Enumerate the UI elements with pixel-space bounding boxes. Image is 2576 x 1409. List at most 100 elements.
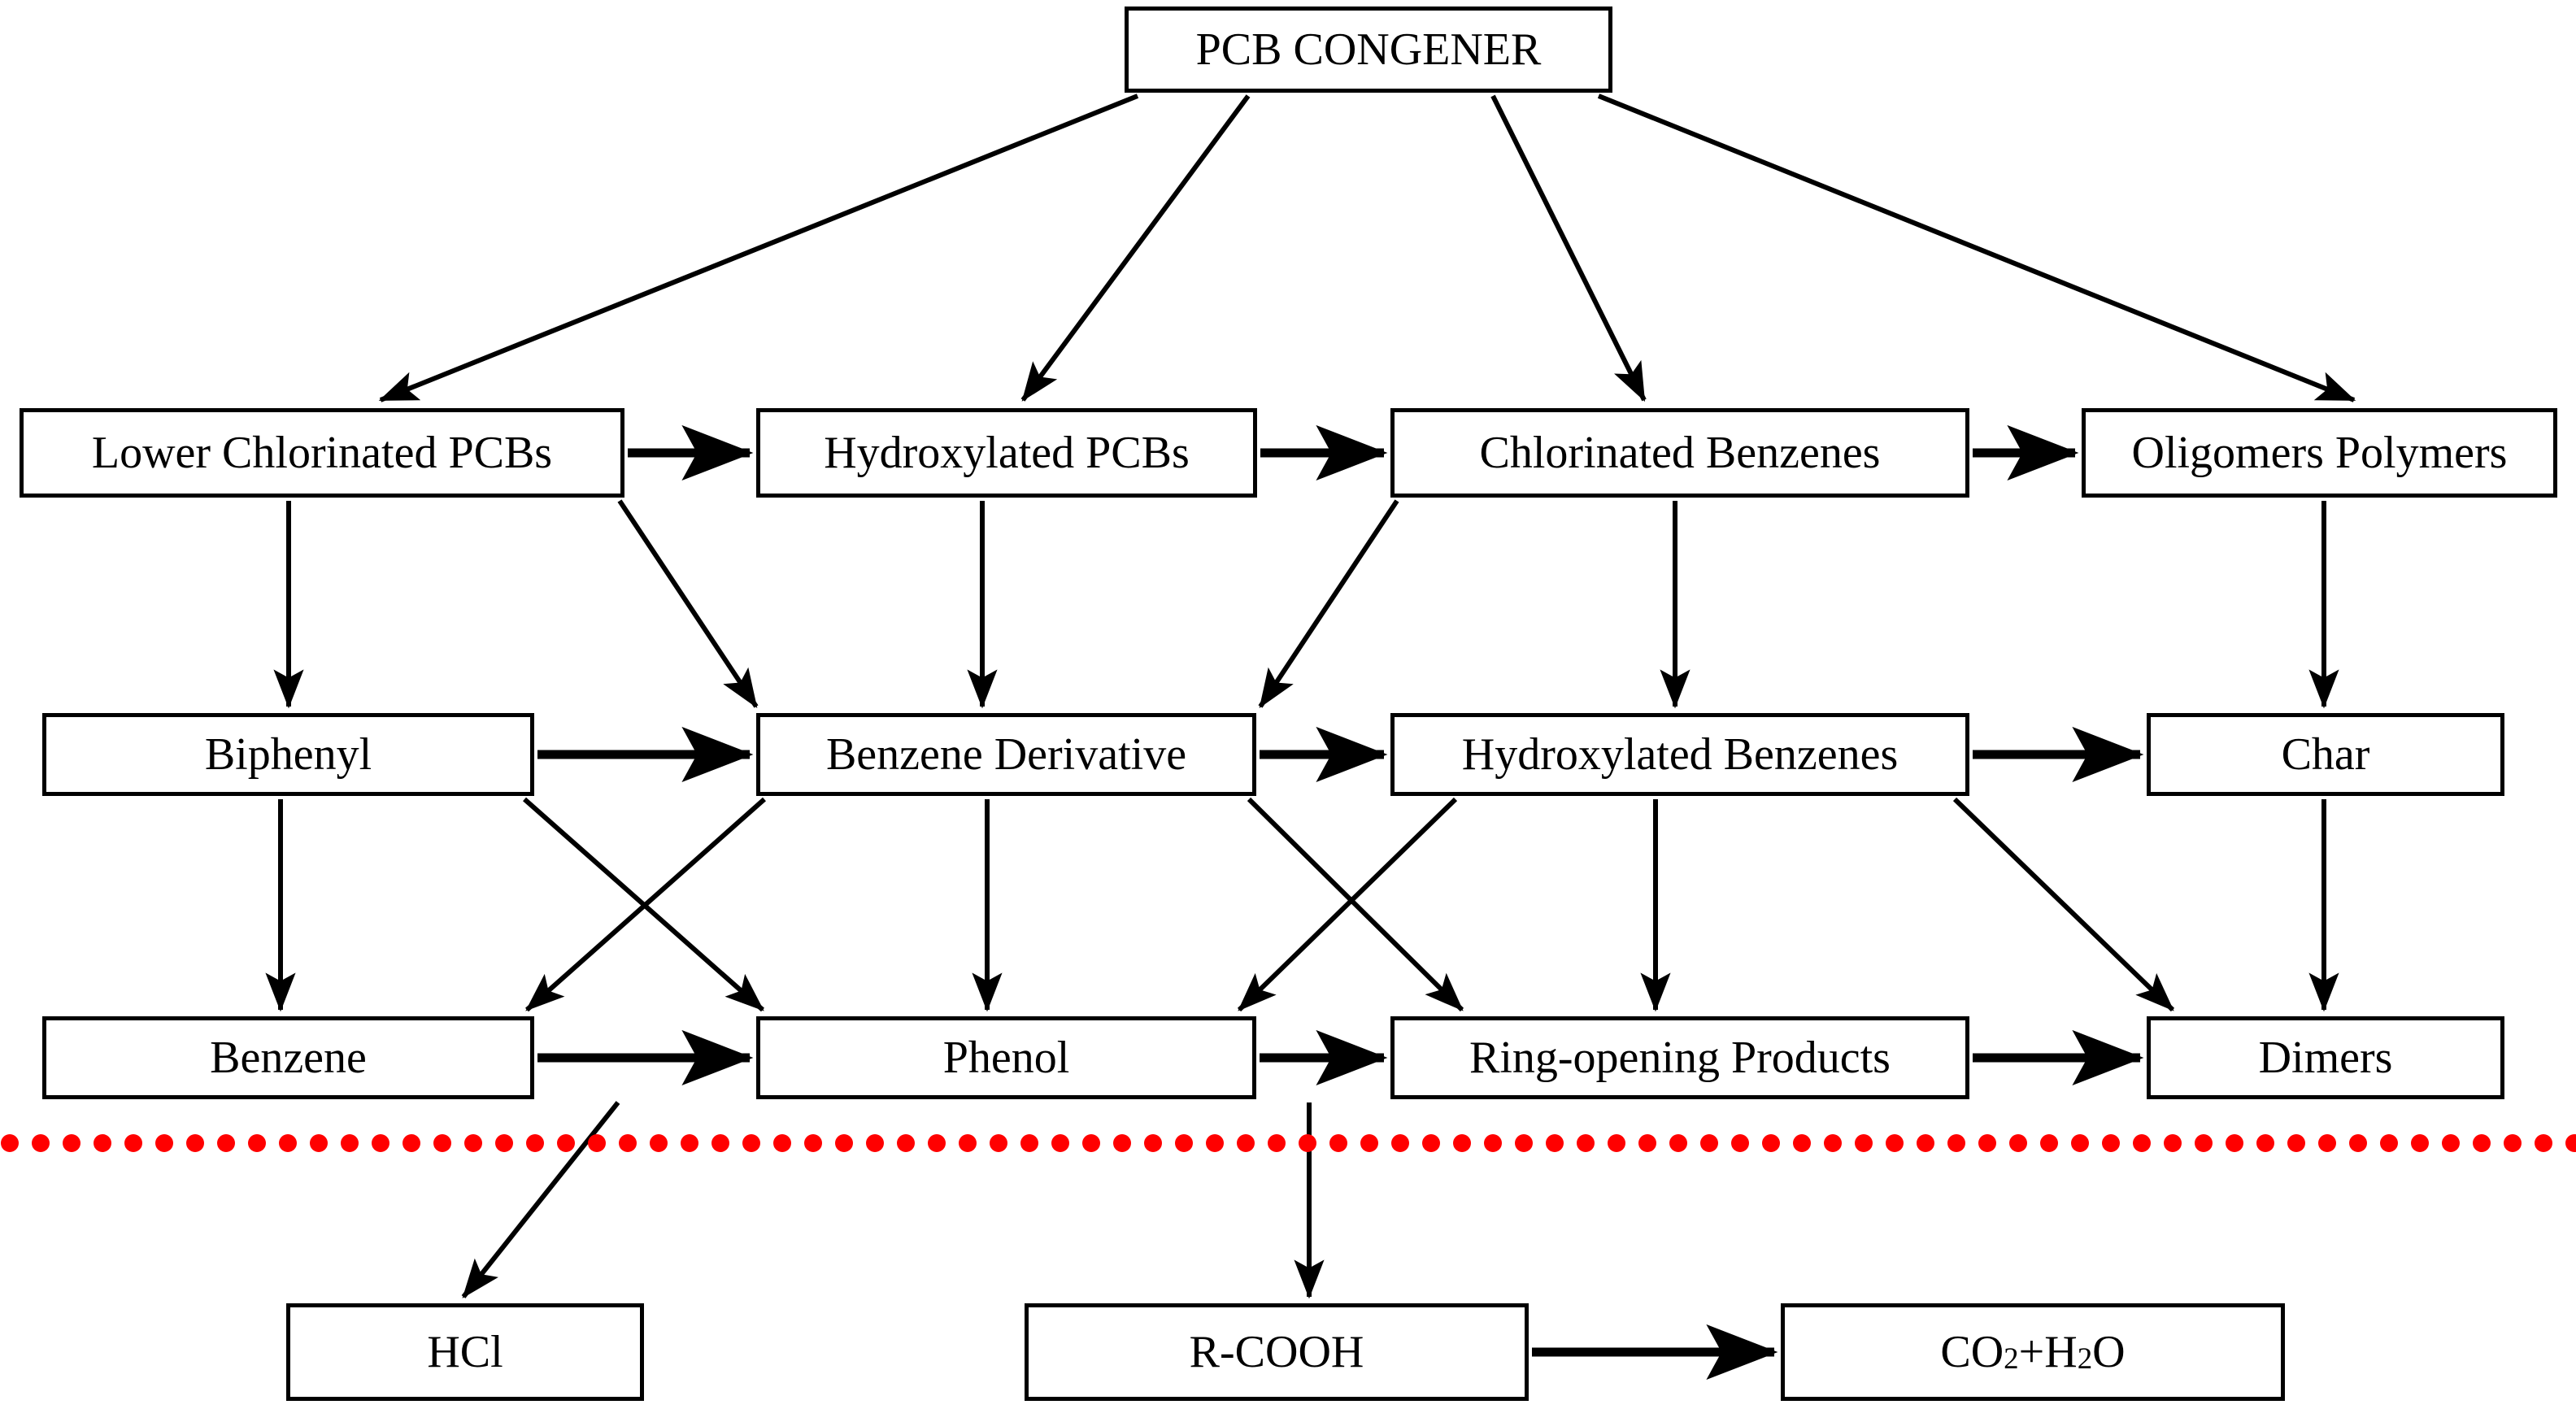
divider-dot bbox=[1, 1134, 19, 1152]
divider-dot bbox=[1731, 1134, 1749, 1152]
divider-dot bbox=[711, 1134, 729, 1152]
node-hcl[interactable]: HCl bbox=[286, 1303, 644, 1401]
divider-dot bbox=[773, 1134, 791, 1152]
divider-dot bbox=[2504, 1134, 2522, 1152]
divider-dot bbox=[2287, 1134, 2305, 1152]
node-dimers[interactable]: Dimers bbox=[2147, 1016, 2504, 1099]
divider-dot bbox=[310, 1134, 328, 1152]
divider-dot bbox=[1206, 1134, 1224, 1152]
edge-group bbox=[265, 93, 2356, 1381]
divider-dot bbox=[2535, 1134, 2552, 1152]
divider-dot bbox=[1453, 1134, 1471, 1152]
node-benzene[interactable]: Benzene bbox=[42, 1016, 534, 1099]
divider-dot bbox=[2442, 1134, 2460, 1152]
divider-dot bbox=[1577, 1134, 1595, 1152]
divider-dot bbox=[1360, 1134, 1378, 1152]
divider-dot bbox=[2040, 1134, 2058, 1152]
divider-dot bbox=[1546, 1134, 1564, 1152]
node-ring-opening[interactable]: Ring-opening Products bbox=[1390, 1016, 1969, 1099]
divider-dot bbox=[526, 1134, 544, 1152]
edge-pcb-congener-to-chlorinated-benzenes bbox=[1490, 94, 1647, 402]
divider-dot bbox=[217, 1134, 235, 1152]
edge-benzene-derivative-to-ring-opening bbox=[1247, 797, 1464, 1012]
divider-dot bbox=[2349, 1134, 2367, 1152]
node-phenol[interactable]: Phenol bbox=[756, 1016, 1256, 1099]
divider-dot bbox=[1082, 1134, 1100, 1152]
divider-dot bbox=[1237, 1134, 1255, 1152]
edge-hydroxylated-benzenes-to-phenol bbox=[1237, 797, 1458, 1012]
divider-dot bbox=[1824, 1134, 1842, 1152]
divider-dot bbox=[1422, 1134, 1440, 1152]
divider-dot-group bbox=[1, 1134, 2576, 1152]
edge-chlorinated-benzenes-to-benzene-derivative bbox=[1258, 499, 1399, 708]
divider-dot bbox=[1978, 1134, 1996, 1152]
edge-lower-chlorinated-to-benzene-derivative bbox=[617, 499, 759, 708]
divider-dot bbox=[742, 1134, 760, 1152]
node-biphenyl[interactable]: Biphenyl bbox=[42, 713, 534, 796]
edge-hydroxylated-benzenes-to-dimers bbox=[1952, 797, 2175, 1012]
edge-pcb-congener-to-hydroxylated-pcbs bbox=[1020, 94, 1251, 402]
divider-dot bbox=[248, 1134, 266, 1152]
divider-dot bbox=[433, 1134, 451, 1152]
red-dotted-separator bbox=[1, 1134, 2576, 1152]
divider-dot bbox=[1329, 1134, 1347, 1152]
divider-dot bbox=[2380, 1134, 2398, 1152]
node-oligomers-polymers[interactable]: Oligomers Polymers bbox=[2082, 408, 2557, 498]
node-hydroxylated-benzenes[interactable]: Hydroxylated Benzenes bbox=[1390, 713, 1969, 796]
divider-dot bbox=[94, 1134, 111, 1152]
divider-dot bbox=[557, 1134, 575, 1152]
divider-dot bbox=[186, 1134, 204, 1152]
divider-dot bbox=[124, 1134, 142, 1152]
divider-dot bbox=[402, 1134, 420, 1152]
divider-dot bbox=[1917, 1134, 1934, 1152]
edge-pcb-congener-to-lower-chlorinated bbox=[378, 93, 1139, 402]
divider-dot bbox=[990, 1134, 1007, 1152]
divider-dot bbox=[2195, 1134, 2213, 1152]
edge-pcb-congener-to-oligomers-polymers bbox=[1597, 93, 2356, 402]
divider-dot bbox=[959, 1134, 977, 1152]
divider-dot bbox=[866, 1134, 884, 1152]
divider-dot bbox=[588, 1134, 606, 1152]
edge-benzene-derivative-to-benzene bbox=[525, 797, 766, 1012]
divider-dot bbox=[32, 1134, 50, 1152]
node-benzene-derivative[interactable]: Benzene Derivative bbox=[756, 713, 1256, 796]
divider-dot bbox=[1113, 1134, 1131, 1152]
divider-dot bbox=[2102, 1134, 2120, 1152]
divider-dot bbox=[2009, 1134, 2027, 1152]
divider-dot bbox=[1700, 1134, 1718, 1152]
node-lower-chlorinated[interactable]: Lower Chlorinated PCBs bbox=[20, 408, 624, 498]
divider-dot bbox=[2256, 1134, 2274, 1152]
divider-dot bbox=[1268, 1134, 1286, 1152]
divider-dot bbox=[897, 1134, 915, 1152]
node-chlorinated-benzenes[interactable]: Chlorinated Benzenes bbox=[1390, 408, 1969, 498]
divider-dot bbox=[835, 1134, 853, 1152]
divider-dot bbox=[619, 1134, 637, 1152]
divider-dot bbox=[63, 1134, 80, 1152]
node-r-cooh[interactable]: R-COOH bbox=[1025, 1303, 1529, 1401]
divider-dot bbox=[2318, 1134, 2336, 1152]
divider-dot bbox=[1051, 1134, 1069, 1152]
divider-dot bbox=[1020, 1134, 1038, 1152]
node-pcb-congener[interactable]: PCB CONGENER bbox=[1125, 7, 1612, 93]
divider-dot bbox=[804, 1134, 822, 1152]
divider-dot bbox=[341, 1134, 359, 1152]
edge-benzene-to-hcl bbox=[461, 1101, 620, 1298]
divider-dot bbox=[279, 1134, 297, 1152]
edge-biphenyl-to-phenol bbox=[523, 797, 764, 1012]
node-hydroxylated-pcbs[interactable]: Hydroxylated PCBs bbox=[756, 408, 1257, 498]
node-char[interactable]: Char bbox=[2147, 713, 2504, 796]
divider-dot bbox=[1175, 1134, 1193, 1152]
divider-dot bbox=[2565, 1134, 2576, 1152]
divider-dot bbox=[2473, 1134, 2491, 1152]
divider-dot bbox=[2411, 1134, 2429, 1152]
divider-dot bbox=[681, 1134, 698, 1152]
divider-dot bbox=[1669, 1134, 1687, 1152]
divider-dot bbox=[928, 1134, 946, 1152]
divider-dot bbox=[1762, 1134, 1780, 1152]
divider-dot bbox=[650, 1134, 668, 1152]
divider-dot bbox=[1608, 1134, 1625, 1152]
divider-dot bbox=[2226, 1134, 2243, 1152]
